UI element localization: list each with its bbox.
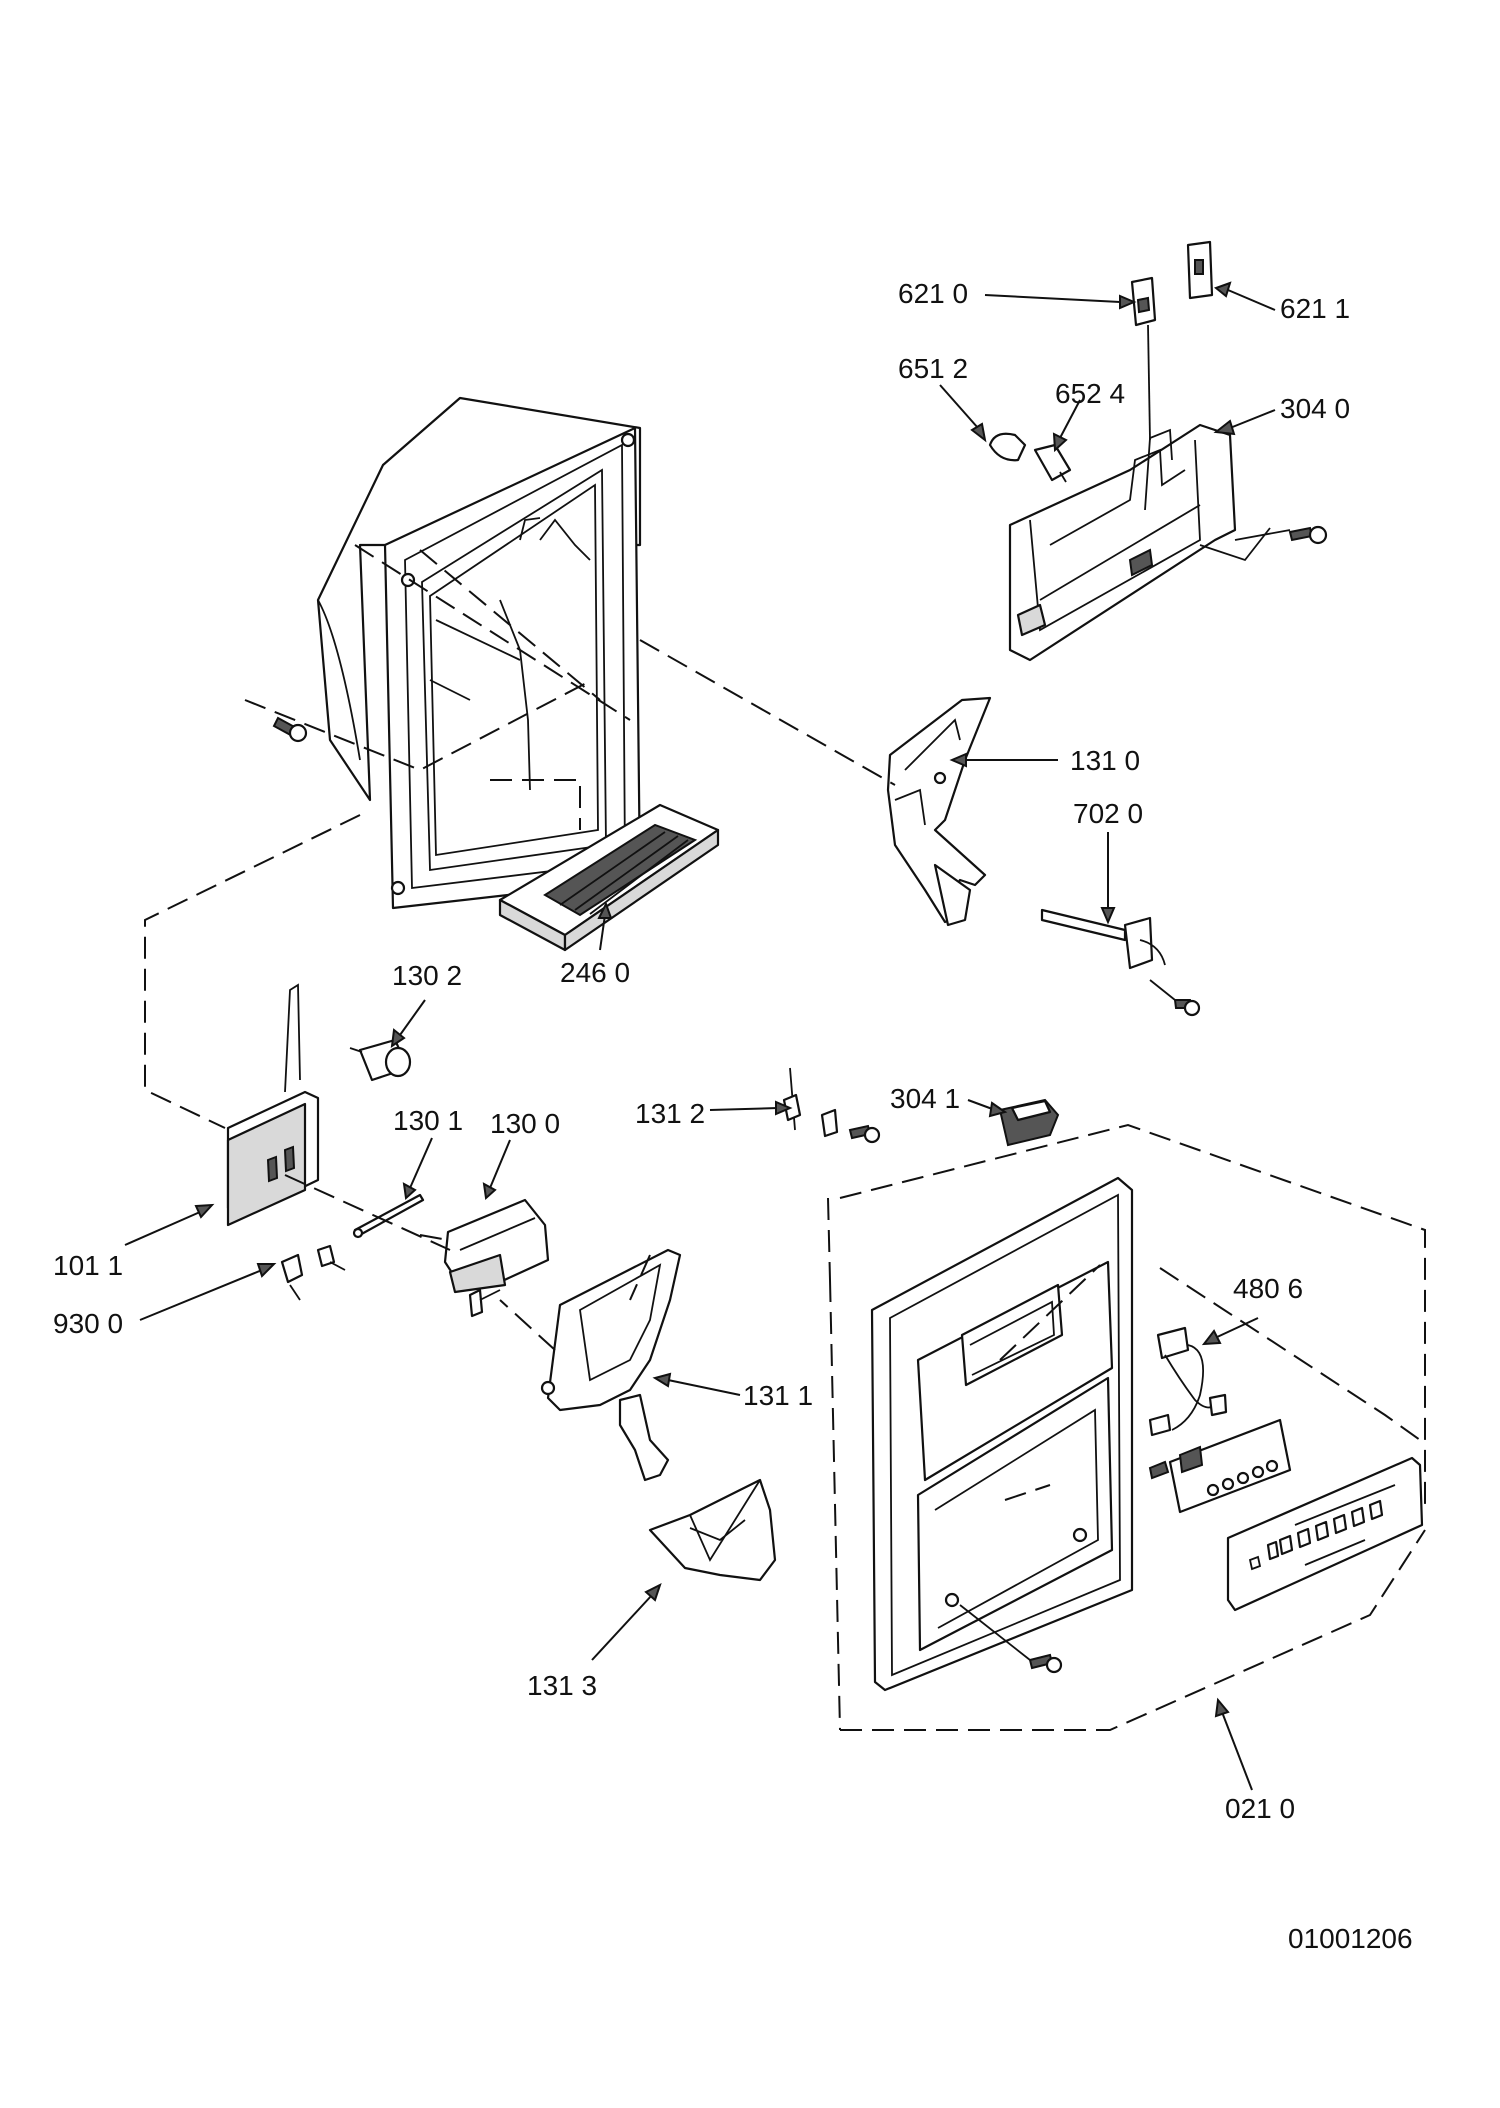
label-304-1: 304 1 [890, 1083, 960, 1114]
label-021-0: 021 0 [1225, 1793, 1295, 1824]
module-101-1 [226, 983, 320, 1227]
bracket-screw-right [1199, 525, 1328, 562]
switch-621-0 [1130, 276, 1157, 441]
hinge-130-0 [443, 1198, 550, 1318]
label-101-1: 101 1 [53, 1250, 123, 1281]
funnel-131-3 [648, 1478, 777, 1582]
leader-lines [124, 281, 1276, 1791]
connector-304-1 [998, 1098, 1060, 1147]
solenoid-130-2 [349, 1038, 412, 1082]
label-304-0: 304 0 [1280, 393, 1350, 424]
label-246-0: 246 0 [560, 957, 630, 988]
pin-130-1 [352, 1193, 425, 1239]
label-131-3: 131 3 [527, 1670, 597, 1701]
clip-930-0 [280, 1244, 346, 1301]
label-621-0: 621 0 [898, 278, 968, 309]
control-overlay [1226, 1456, 1424, 1612]
actuator-131-0 [886, 696, 992, 927]
control-bracket-304-0 [1008, 423, 1237, 662]
label-131-0: 131 0 [1070, 745, 1140, 776]
part-labels: 621 0 621 1 651 2 652 4 304 0 131 0 702 … [53, 278, 1413, 1954]
label-130-1: 130 1 [393, 1105, 463, 1136]
dispenser-housing [316, 396, 642, 910]
harness-480-6 [1148, 1326, 1228, 1437]
socket-652-4 [1033, 443, 1072, 483]
label-651-2: 651 2 [898, 353, 968, 384]
label-131-1: 131 1 [743, 1380, 813, 1411]
drip-tray-246-0 [498, 803, 720, 952]
label-480-6: 480 6 [1233, 1273, 1303, 1304]
label-130-0: 130 0 [490, 1108, 560, 1139]
front-panel-021-0 [870, 1176, 1134, 1692]
label-130-2: 130 2 [392, 960, 462, 991]
label-930-0: 930 0 [53, 1308, 123, 1339]
actuator-131-1 [540, 1248, 682, 1482]
drawing-code: 01001206 [1288, 1923, 1413, 1954]
label-621-1: 621 1 [1280, 293, 1350, 324]
lamp-651-2 [988, 432, 1027, 462]
assembly-guidelines [144, 544, 1426, 1731]
label-652-4: 652 4 [1055, 378, 1125, 409]
housing-screw-left [272, 716, 308, 743]
control-board [1148, 1418, 1292, 1514]
label-702-0: 702 0 [1073, 798, 1143, 829]
plate-621-1 [1186, 240, 1214, 300]
rod-702-0 [1040, 908, 1201, 1017]
spring-131-2 [782, 1067, 881, 1144]
label-131-2: 131 2 [635, 1098, 705, 1129]
